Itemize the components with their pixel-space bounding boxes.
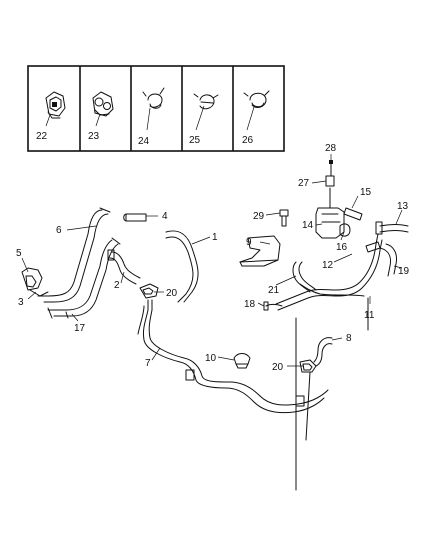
callout-13: 13 xyxy=(397,201,409,212)
hose-2 xyxy=(107,249,141,285)
callout-17: 17 xyxy=(74,323,86,334)
fitting-4 xyxy=(123,213,147,222)
callout-20-lower: 20 xyxy=(272,362,284,373)
bracket-9 xyxy=(239,235,281,267)
hose-8 xyxy=(313,337,333,367)
leader-lines xyxy=(21,154,403,367)
callout-10: 10 xyxy=(205,353,217,364)
hose-13 xyxy=(375,221,409,235)
hose-21 xyxy=(292,261,317,293)
callout-14: 14 xyxy=(302,220,314,231)
callout-21: 21 xyxy=(268,285,280,296)
clip-24-icon xyxy=(142,87,165,109)
callout-22: 22 xyxy=(36,131,48,142)
tube-6 xyxy=(37,207,111,303)
sensor-28 xyxy=(329,160,333,177)
callout-7: 7 xyxy=(145,358,151,369)
clip-25-icon xyxy=(193,93,219,110)
callout-15: 15 xyxy=(360,187,372,198)
clip-20-upper xyxy=(139,283,159,299)
callout-28: 28 xyxy=(325,143,337,154)
clip-detail-panel: 22 23 24 25 26 xyxy=(27,65,285,152)
fitting-15 xyxy=(343,207,363,221)
callout-8: 8 xyxy=(346,333,352,344)
callout-25: 25 xyxy=(189,135,201,146)
tube-11 xyxy=(275,233,383,331)
hose-18 xyxy=(263,301,283,311)
callout-6: 6 xyxy=(56,225,62,236)
ref-line-right xyxy=(305,371,311,441)
callout-20-upper: 20 xyxy=(166,288,178,299)
reservoir-14 xyxy=(315,187,345,239)
callout-5: 5 xyxy=(16,248,22,259)
clip-23-icon xyxy=(92,91,114,117)
clip-20-lower xyxy=(299,359,317,373)
callout-23: 23 xyxy=(88,131,100,142)
callout-9: 9 xyxy=(246,237,252,248)
tube-7 xyxy=(137,299,329,414)
callout-19: 19 xyxy=(398,266,410,277)
clip-26-icon xyxy=(243,90,270,108)
callout-18: 18 xyxy=(244,299,256,310)
cap-27 xyxy=(325,175,335,187)
bracket-3-5 xyxy=(21,267,49,297)
callout-26: 26 xyxy=(242,135,254,146)
callout-29: 29 xyxy=(253,211,265,222)
callout-27: 27 xyxy=(298,178,310,189)
clip-22-icon xyxy=(45,91,66,119)
callout-12: 12 xyxy=(322,260,334,271)
hose-1 xyxy=(165,230,199,303)
callout-4: 4 xyxy=(162,211,168,222)
callout-3: 3 xyxy=(18,297,24,308)
grommet-10 xyxy=(233,353,251,369)
callout-1: 1 xyxy=(212,232,218,243)
callout-11: 11 xyxy=(364,310,375,321)
callout-16: 16 xyxy=(336,242,348,253)
callout-24: 24 xyxy=(138,136,150,147)
hose-19 xyxy=(379,243,397,277)
screw-29 xyxy=(279,209,289,227)
callout-2: 2 xyxy=(114,280,120,291)
